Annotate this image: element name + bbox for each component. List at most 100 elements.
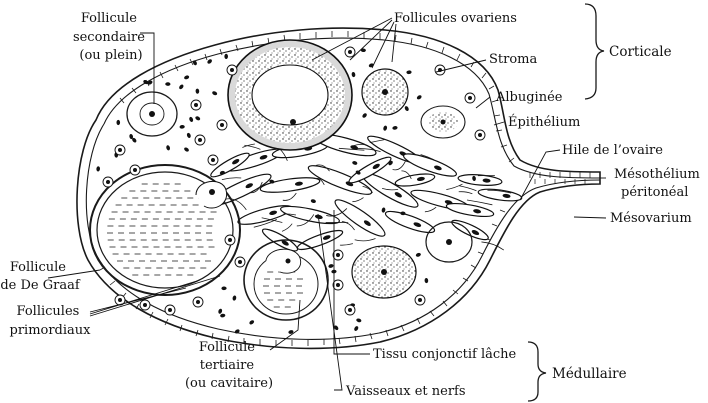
fiber [420,154,435,161]
stroma-cell [334,325,339,331]
label-hile: Hile de l’ovaire [562,143,663,158]
fiber [392,160,407,171]
fiber [261,217,283,223]
stroma-cell [472,175,476,182]
fiber [338,147,365,151]
stroma-cell [147,80,153,85]
small-follicle [420,105,466,139]
label-mesovarium: Mésovarium [610,211,692,226]
right-follicle [425,221,473,263]
label-medullaire: Médullaire [552,366,627,382]
fiber [459,185,477,192]
stroma-cell [269,179,275,184]
stroma-cell [328,264,334,268]
fiber [446,183,463,190]
stroma-cell [354,326,359,331]
fiber [458,191,473,195]
vessel [394,173,436,187]
stroma-cell [224,53,228,59]
vessel [348,156,392,184]
stroma-cell [184,75,190,80]
fiber [341,220,355,231]
primordial-follicles [102,46,486,316]
stroma-cell [310,199,316,204]
fiber [283,213,297,216]
vessel [477,188,523,202]
fiber [225,198,247,211]
stroma-cell [388,160,393,166]
fiber [481,241,505,251]
growing-follicle-lower [351,245,417,299]
fiber [354,238,376,242]
label-follicule-tertiaire: Follicule tertiaire (ou cavitaire) [185,340,273,391]
stroma-cell [212,91,218,96]
stroma-cell [218,308,223,314]
stroma-cell [143,80,149,85]
label-follicule-de-graaf: Follicule de De Graaf [0,260,80,293]
fiber [244,144,261,150]
vessel [384,210,436,234]
stroma-cell [96,166,100,172]
fiber [253,219,277,228]
stroma-cell [129,133,134,140]
corticale-brace [584,3,605,100]
fiber [296,214,315,227]
secondary-follicle [126,91,178,137]
label-stroma: Stroma [489,52,537,67]
fiber [326,208,348,217]
vessel [451,219,489,241]
label-mesothelium: Mésothélium péritonéal [614,167,704,200]
stroma-cell [165,82,171,86]
label-follicules-ovariens: Follicules ovariens [394,11,517,26]
stroma-cell [356,318,362,323]
stroma-cell [362,113,367,118]
medullaire-brace [527,341,547,402]
vessel [403,153,457,177]
vessel [210,152,250,178]
stroma-cell [351,71,356,78]
stroma-cell [207,59,212,64]
vessel [457,174,503,186]
stroma-cell [392,126,398,130]
stroma-cell [189,116,194,122]
follicles [89,39,486,321]
fiber [281,223,293,232]
stroma-cell [116,119,121,126]
fiber [315,164,330,172]
stroma-cell [219,170,225,175]
stroma-cell [406,70,412,75]
label-tissu-conjonctif: Tissu conjonctif lâche [373,347,517,362]
stroma-cell [288,330,294,334]
label-vaisseaux: Vaisseaux et nerfs [345,384,466,399]
stroma-cell [221,286,227,291]
stroma-cell [424,277,429,284]
vessel [334,199,386,237]
stroma-cell [416,95,422,100]
fiber [356,148,381,153]
labels: Follicule secondaire (ou plein) Follicul… [0,11,704,399]
growing-follicle [361,68,409,116]
tertiary-follicle [243,239,329,321]
stroma-cell [195,88,200,94]
stroma-cell [192,60,197,66]
label-epithelium: Épithélium [508,114,580,130]
fiber [352,197,364,203]
stroma-cell [166,145,171,151]
label-corticale: Corticale [609,44,672,60]
large-follicle [227,39,353,151]
stroma-cell [179,125,185,129]
stroma-cell [184,147,189,152]
stroma-cell [232,295,237,301]
graafian-follicle [89,164,241,296]
stroma-cell [234,329,240,334]
fiber [424,206,437,213]
fiber [381,187,399,191]
fiber [339,243,353,246]
stroma-cell [381,207,386,213]
medulla-vessels [208,128,523,252]
fiber [487,189,512,194]
fiber [221,177,242,180]
fiber [466,199,493,206]
